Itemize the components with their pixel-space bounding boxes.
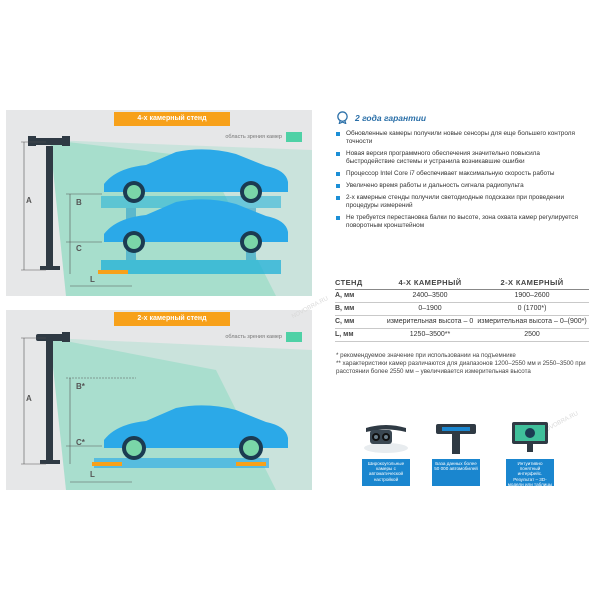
footnotes: * рекомендуемое значение при использован…: [336, 352, 594, 375]
camera-icon: [364, 425, 408, 453]
table-cell: измерительная высота – 0–(900*): [475, 315, 589, 329]
two-camera-diagram: 2-х камерный стенд область зрения камер …: [6, 310, 312, 490]
warranty-icon: [337, 111, 348, 124]
table-cell: 1900–2600: [475, 289, 589, 303]
footnote: * рекомендуемое значение при использован…: [336, 352, 516, 359]
legend-label: область зрения камер: [225, 134, 282, 140]
table-cell: 2400–3500: [385, 289, 476, 303]
table-row: А, мм 2400–3500 1900–2600: [335, 289, 589, 303]
dimension-c: C*: [76, 438, 85, 447]
table-cell: В, мм: [335, 302, 385, 316]
table-row: В, мм 0–1900 0 (1700*): [335, 302, 589, 316]
table-cell: измерительная высота – 0: [385, 315, 476, 329]
four-camera-diagram: 4-х камерный стенд область зрения камер …: [6, 110, 312, 296]
dimension-a: A: [26, 196, 32, 205]
column-header: СТЕНД: [335, 276, 385, 290]
table-cell: 1250–3500**: [385, 328, 476, 342]
dimension-b: B*: [76, 382, 85, 391]
list-item: Новая версия программного обеспечения зн…: [336, 150, 586, 166]
legend-label: область зрения камер: [225, 334, 282, 340]
list-item: Не требуется перестановка балки по высот…: [336, 214, 586, 230]
panel-title: 2-х камерный стенд: [114, 312, 230, 326]
list-item: Увеличено время работы и дальность сигна…: [336, 182, 586, 190]
spec-table: СТЕНД 4-Х КАМЕРНЫЙ 2-Х КАМЕРНЫЙ А, мм 24…: [335, 276, 589, 342]
four-camera-illustration: [21, 136, 312, 296]
table-row: С, мм измерительная высота – 0 измерител…: [335, 315, 589, 329]
feature-list: Обновленные камеры получили новые сенсор…: [336, 130, 586, 234]
vision-legend: область зрения камер: [225, 332, 302, 342]
column-header: 2-Х КАМЕРНЫЙ: [475, 276, 589, 290]
vision-legend: область зрения камер: [225, 132, 302, 142]
list-item: 2-х камерные стенды получили светодиодны…: [336, 194, 586, 210]
product-caption: Широкоугольные камеры с автоматической н…: [362, 459, 410, 486]
list-item: Обновленные камеры получили новые сенсор…: [336, 130, 586, 146]
legend-swatch: [286, 132, 302, 142]
dimension-b: B: [76, 198, 82, 207]
table-cell: 0–1900: [385, 302, 476, 316]
footnote: ** характеристики камер различаются для …: [336, 359, 586, 375]
warranty-text: 2 года гарантии: [355, 112, 427, 123]
table-header-row: СТЕНД 4-Х КАМЕРНЫЙ 2-Х КАМЕРНЫЙ: [335, 276, 589, 290]
table-cell: С, мм: [335, 315, 385, 329]
table-row: L, мм 1250–3500** 2500: [335, 328, 589, 342]
product-caption: База данных более 50 000 автомобилей: [432, 459, 480, 486]
two-camera-illustration: [21, 332, 312, 490]
table-cell: 2500: [475, 328, 589, 342]
monitor-icon: [436, 424, 476, 454]
table-cell: 0 (1700*): [475, 302, 589, 316]
product-caption: Интуитивно понятный интерфейс. Результат…: [506, 459, 554, 487]
list-item: Процессор Intel Core i7 обеспечивает мак…: [336, 170, 586, 178]
dimension-a: A: [26, 394, 32, 403]
panel-title: 4-х камерный стенд: [114, 112, 230, 126]
dimension-l: L: [90, 275, 95, 284]
warranty-badge: 2 года гарантии: [336, 111, 426, 124]
legend-swatch: [286, 332, 302, 342]
column-header: 4-Х КАМЕРНЫЙ: [385, 276, 476, 290]
dimension-c: C: [76, 244, 82, 253]
table-cell: L, мм: [335, 328, 385, 342]
screen-icon: [512, 422, 548, 452]
dimension-l: L: [90, 470, 95, 479]
table-cell: А, мм: [335, 289, 385, 303]
